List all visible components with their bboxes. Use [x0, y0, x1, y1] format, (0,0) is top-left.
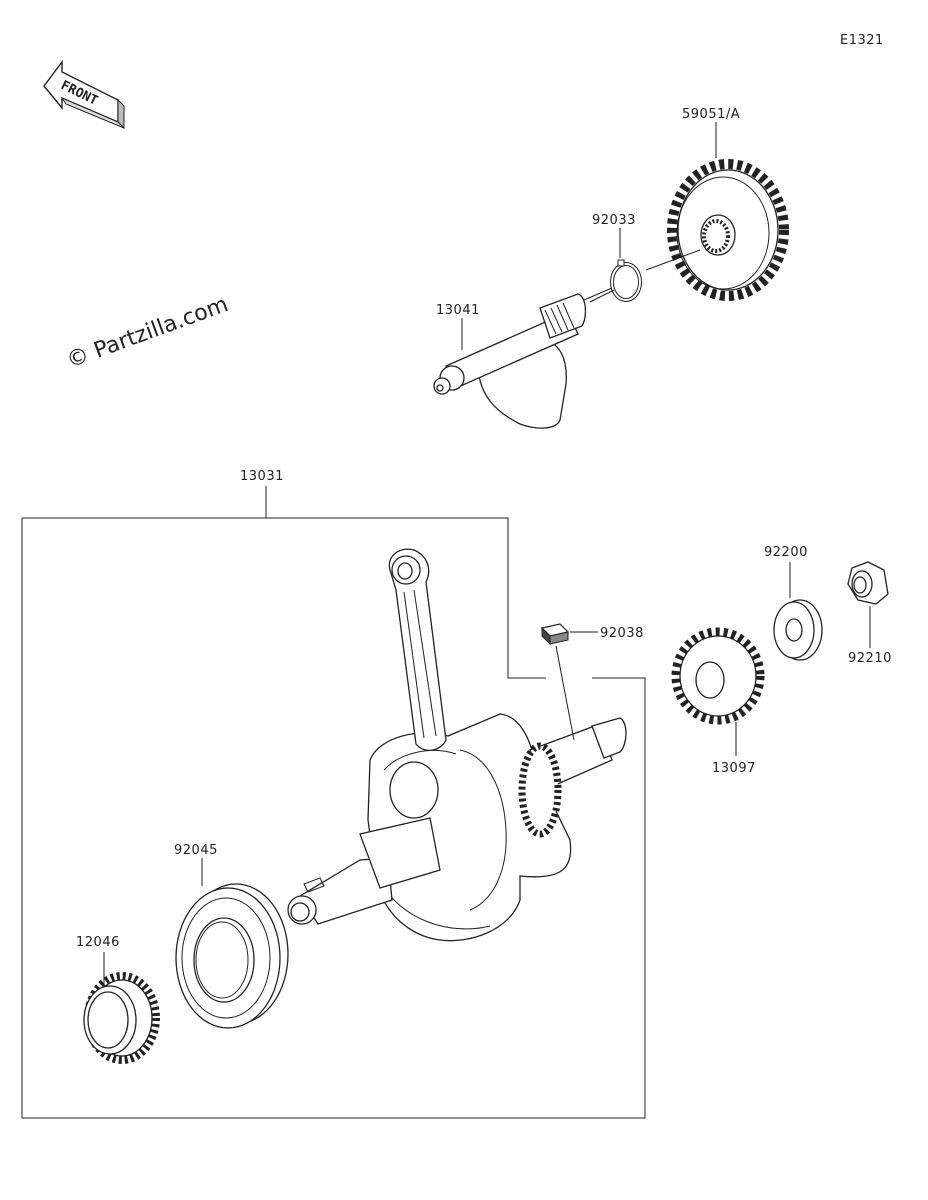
nut-92210-icon [847, 561, 889, 605]
label-92033: 92033 [592, 213, 636, 228]
label-13097: 13097 [712, 761, 756, 776]
assembly-box-13031 [22, 517, 546, 679]
front-arrow-icon: FRONT [43, 59, 125, 130]
label-59051-a: 59051/A [682, 107, 740, 122]
gear-59051-icon [667, 159, 789, 301]
label-12046: 12046 [76, 935, 120, 950]
key-92038-icon [540, 623, 570, 646]
watermark: © Partzilla.com [64, 292, 232, 374]
bearing-92045-icon [175, 883, 289, 1029]
label-13031: 13031 [240, 469, 284, 484]
washer-92200-icon [773, 599, 823, 661]
label-92200: 92200 [764, 545, 808, 560]
circlip-92033-icon [610, 259, 642, 302]
crankshaft-icon [287, 548, 627, 942]
label-13041: 13041 [436, 303, 480, 318]
gear-13097-icon [671, 627, 765, 725]
gear-12046-icon [83, 972, 160, 1064]
label-92038: 92038 [600, 626, 644, 641]
label-92045: 92045 [174, 843, 218, 858]
diagram-code: E1321 [840, 33, 884, 48]
balancer-shaft-13041-icon [433, 287, 613, 429]
label-92210: 92210 [848, 651, 892, 666]
